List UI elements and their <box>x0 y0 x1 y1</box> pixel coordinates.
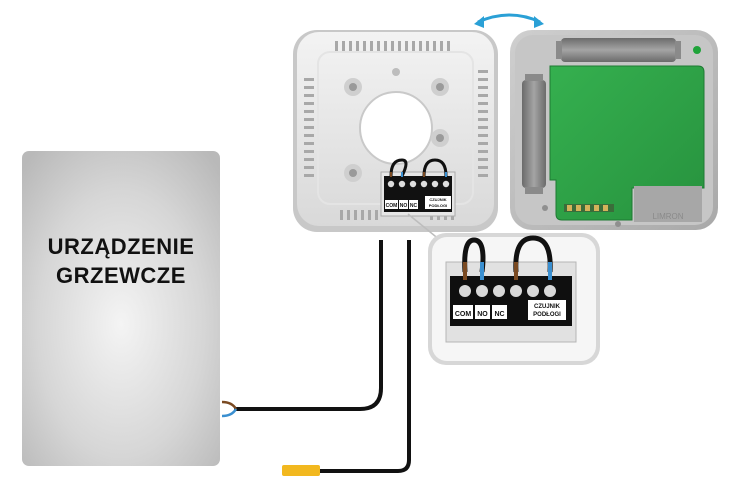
vents-right <box>478 70 488 177</box>
sensor-label-2: PODŁOGI <box>533 312 561 318</box>
sensor-label-1: CZUJNIK <box>534 304 561 310</box>
small-com-label: COM <box>386 203 398 209</box>
com-label: COM <box>455 311 472 318</box>
small-sensor-label-2: PODŁOGI <box>429 203 447 208</box>
sensor-module <box>634 186 702 222</box>
pcb-board <box>549 65 705 221</box>
sensor-cable <box>318 240 411 473</box>
thermostat-front: LIMRON <box>510 30 718 230</box>
floor-sensor-probe <box>282 465 320 476</box>
small-sensor-label-1: CZUJNIK <box>429 197 446 202</box>
led-indicator-icon <box>693 46 701 54</box>
heating-device-label-line2: GRZEWCZE <box>56 263 186 288</box>
vents-left <box>304 78 314 177</box>
cable-hole <box>359 91 433 165</box>
terminal-block-small: COM NO NC CZUJNIK PODŁOGI <box>380 158 456 217</box>
no-label: NO <box>477 311 488 318</box>
device-wire-brown <box>221 400 238 410</box>
zoom-wire-heating <box>462 237 486 273</box>
vents-top <box>335 41 450 51</box>
terminal-zoom-callout: COM NO NC CZUJNIK PODŁOGI <box>428 233 600 365</box>
device-wire-blue <box>221 408 238 418</box>
nc-label: NC <box>494 311 504 318</box>
battery-side <box>522 80 546 188</box>
brand-label: LIMRON <box>652 212 683 221</box>
zoom-wire-sensor <box>513 235 553 273</box>
rotate-arrow-icon <box>474 13 544 28</box>
terminal-screws <box>459 285 556 297</box>
heating-device-label: URZĄDZENIE GRZEWCZE <box>22 232 220 290</box>
small-no-label: NO <box>400 203 408 209</box>
heating-device-box <box>22 151 220 466</box>
device-cable <box>234 240 383 411</box>
mounting-holes <box>344 68 449 182</box>
heating-device-label-line1: URZĄDZENIE <box>47 234 195 259</box>
pcb-connector <box>564 204 614 212</box>
battery-top <box>561 38 676 62</box>
thermostat-base: COM NO NC CZUJNIK PODŁOGI <box>293 30 498 232</box>
small-nc-label: NC <box>410 203 418 209</box>
